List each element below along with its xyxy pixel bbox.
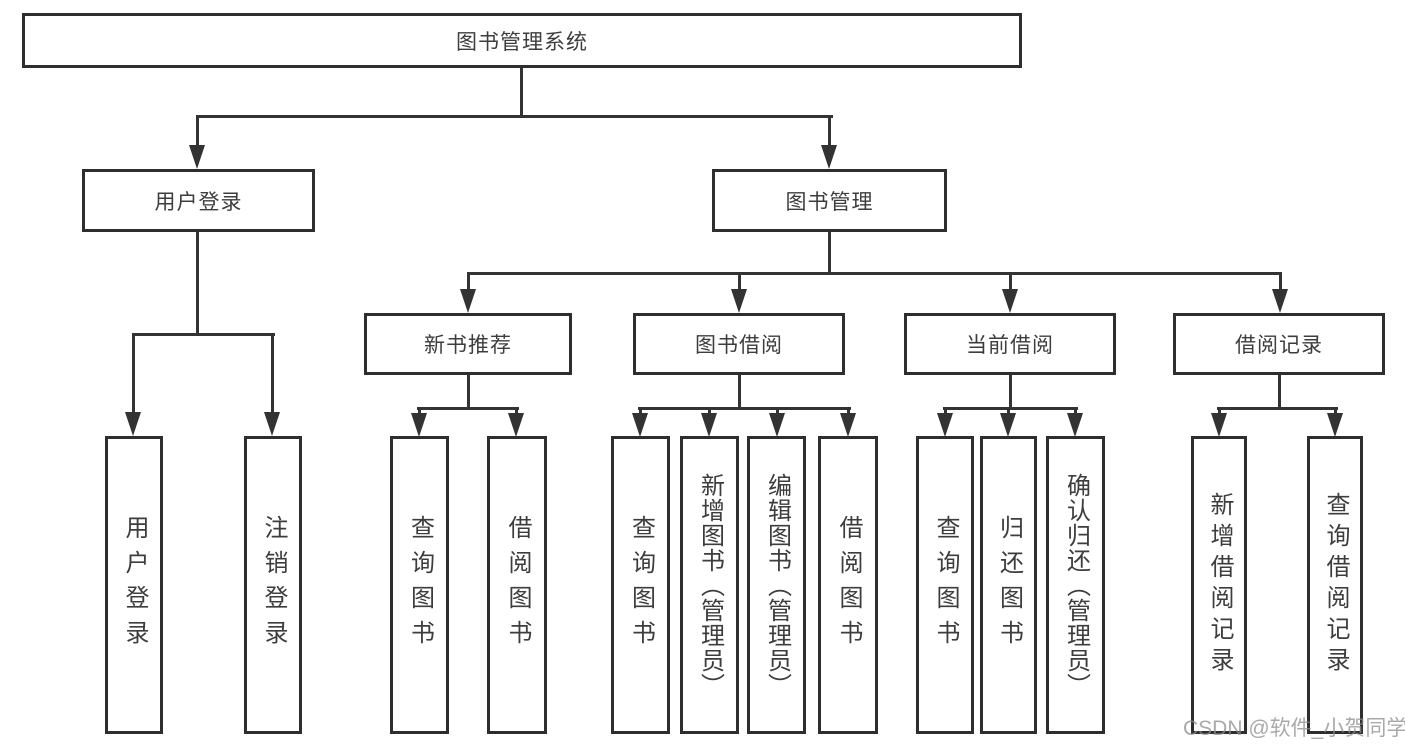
connector-drop-bb-borrow (847, 407, 850, 417)
node-confirm-return-admin: 确认归还（管理员） (1046, 436, 1105, 734)
connector-borrowrecord-stub (1278, 375, 1281, 410)
connector-drop-br-add (1218, 407, 1221, 417)
connector-drop-cb-query (944, 407, 947, 417)
connector-drop-cb-confirm (1074, 407, 1077, 417)
connector-drop-current-borrow (1009, 272, 1012, 292)
connector-drop-borrow-record (1279, 272, 1282, 292)
connector-drop-nb-query (418, 407, 421, 417)
node-query-books-borrow: 查询图书 (611, 436, 670, 734)
connector-drop-book-mgmt (828, 115, 831, 147)
arrowhead-borrow-record (1272, 289, 1288, 313)
connector-bookborrow-stub (738, 375, 741, 410)
connector-newbook-stub (467, 375, 470, 410)
connector-drop-user-login (196, 115, 199, 147)
node-label: 图书管理系统 (456, 30, 588, 54)
connector-login-stub (196, 232, 199, 336)
node-label: 图书管理 (785, 190, 874, 214)
connector-drop-login-leaf (132, 333, 135, 413)
connector-currentborrow-stub (1009, 375, 1012, 410)
node-add-books-admin: 新增图书（管理员） (680, 436, 739, 734)
node-current-borrowing: 当前借阅 (904, 313, 1116, 375)
arrowhead-bb-query (632, 413, 648, 437)
arrowhead-bb-borrow (840, 413, 856, 437)
arrowhead-cb-confirm (1067, 413, 1083, 437)
arrowhead-nb-borrow (508, 413, 524, 437)
node-user-login-group: 用户登录 (82, 169, 315, 232)
node-new-book-recommend: 新书推荐 (364, 313, 572, 375)
connector-root-stub (520, 68, 523, 118)
node-book-management: 图书管理 (712, 169, 947, 232)
node-label: 新增借阅记录 (1206, 492, 1233, 678)
connector-drop-br-query (1334, 407, 1337, 417)
node-edit-books-admin: 编辑图书（管理员） (747, 436, 806, 734)
arrowhead-bb-add (701, 413, 717, 437)
connector-drop-book-borrow (738, 272, 741, 292)
node-label: 查询图书 (627, 515, 655, 655)
connector-newbook-hline (417, 407, 519, 410)
node-return-books: 归还图书 (980, 436, 1037, 734)
watermark: CSDN @软件_小贺同学 (1183, 717, 1405, 740)
arrowhead-current-borrow (1002, 289, 1018, 313)
connector-drop-cb-return (1007, 407, 1010, 417)
node-label: 借阅图书 (504, 515, 531, 655)
node-query-books-recommend: 查询图书 (390, 436, 449, 734)
node-library-system: 图书管理系统 (22, 13, 1022, 68)
node-query-borrow-record: 查询借阅记录 (1307, 436, 1363, 734)
node-label: 归还图书 (995, 515, 1023, 655)
node-borrowing-records: 借阅记录 (1173, 313, 1385, 375)
node-label: 当前借阅 (966, 334, 1054, 357)
arrowhead-br-add (1211, 413, 1227, 437)
arrowhead-book-borrow (731, 289, 747, 313)
arrowhead-bb-edit (769, 413, 785, 437)
connector-drop-bb-query (639, 407, 642, 417)
node-label: 查询图书 (406, 515, 434, 655)
node-label: 用户登录 (154, 190, 243, 214)
node-label: 图书借阅 (695, 334, 783, 357)
arrowhead-user-login (189, 145, 205, 169)
node-label: 新书推荐 (424, 334, 512, 357)
node-book-borrowing: 图书借阅 (633, 313, 845, 375)
connector-drop-logout-leaf (271, 333, 274, 413)
node-label: 查询图书 (932, 515, 959, 655)
connector-mgmt-hline (467, 272, 1282, 275)
connector-mgmt-stub (828, 232, 831, 275)
connector-root-hline (196, 115, 833, 118)
connector-drop-new-book (467, 272, 470, 292)
connector-borrowrecord-hline (1217, 407, 1338, 410)
node-label: 借阅记录 (1235, 334, 1323, 357)
node-borrow-books-recommend: 借阅图书 (487, 436, 547, 734)
node-label: 新增图书（管理员） (696, 472, 724, 698)
arrowhead-logout-leaf (264, 412, 280, 436)
arrowhead-cb-return (1000, 413, 1016, 437)
node-query-books-current: 查询图书 (916, 436, 974, 734)
node-logout: 注销登录 (244, 436, 302, 734)
node-label: 编辑图书（管理员） (763, 472, 791, 698)
node-label: 借阅图书 (835, 515, 862, 655)
arrowhead-new-book (460, 289, 476, 313)
arrowhead-login-leaf (125, 412, 141, 436)
node-add-borrow-record: 新增借阅记录 (1191, 436, 1247, 734)
connector-currentborrow-hline (943, 407, 1078, 410)
connector-bookborrow-hline (638, 407, 851, 410)
node-borrow-books-borrow: 借阅图书 (818, 436, 878, 734)
connector-drop-bb-add (708, 407, 711, 417)
arrowhead-cb-query (937, 413, 953, 437)
connector-login-hline (132, 333, 275, 336)
connector-drop-bb-edit (776, 407, 779, 417)
arrowhead-nb-query (411, 413, 427, 437)
node-label: 查询借阅记录 (1322, 492, 1349, 678)
arrowhead-book-mgmt (821, 145, 837, 169)
arrowhead-br-query (1327, 413, 1343, 437)
connector-drop-nb-borrow (515, 407, 518, 417)
node-label: 用户登录 (121, 515, 148, 655)
node-label: 注销登录 (260, 515, 287, 655)
node-label: 确认归还（管理员） (1062, 472, 1090, 698)
node-login: 用户登录 (105, 436, 163, 734)
